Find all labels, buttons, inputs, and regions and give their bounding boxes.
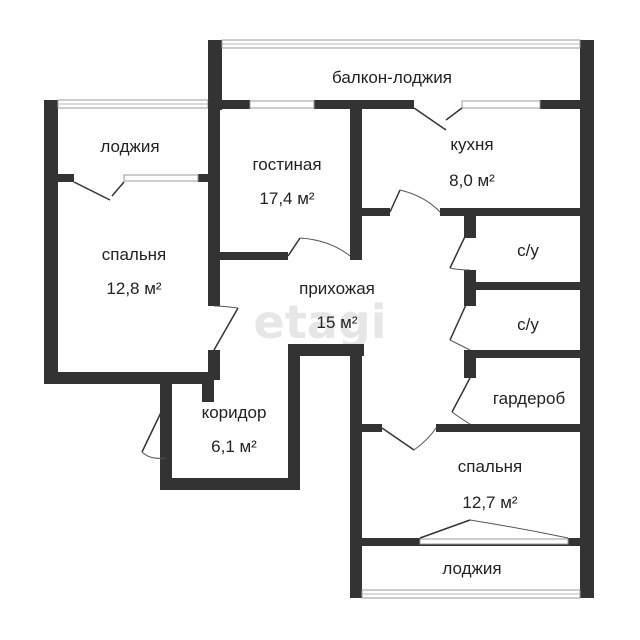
room-area-bedroom-right: 12,7 м² bbox=[462, 493, 517, 512]
room-label-bedroom-right: спальня bbox=[458, 457, 523, 476]
room-area-hall: 15 м² bbox=[317, 313, 358, 332]
room-label-bedroom-left: спальня bbox=[102, 245, 167, 264]
room-label-bath2: с/у bbox=[517, 315, 539, 334]
room-label-living: гостиная bbox=[252, 155, 321, 174]
room-area-living: 17,4 м² bbox=[259, 189, 314, 208]
door-bedroom-right bbox=[381, 427, 437, 451]
door-bath1 bbox=[449, 225, 471, 271]
door-wardrobe bbox=[451, 377, 471, 425]
room-label-kitchen: кухня bbox=[450, 135, 493, 154]
door-bath2 bbox=[449, 295, 471, 351]
door-loggia-left bbox=[73, 174, 199, 201]
room-label-bath1: с/у bbox=[517, 241, 539, 260]
room-label-loggia-bottom: лоджия bbox=[442, 559, 501, 578]
inner-walls bbox=[58, 100, 580, 546]
door-living bbox=[287, 237, 351, 257]
window-top bbox=[221, 39, 581, 49]
room-label-corridor: коридор bbox=[202, 403, 267, 422]
room-area-corridor: 6,1 м² bbox=[211, 437, 257, 456]
door-loggia-bottom bbox=[419, 519, 569, 545]
door-kitchen bbox=[389, 189, 441, 213]
door-balcony bbox=[249, 100, 315, 109]
watermark: etagi bbox=[254, 295, 387, 349]
door-bedroom-left bbox=[213, 305, 239, 351]
window-left bbox=[57, 99, 209, 109]
room-label-hall: прихожая bbox=[299, 279, 375, 298]
window-bottom bbox=[361, 589, 581, 599]
room-label-balcony-loggia: балкон-лоджия bbox=[332, 68, 452, 87]
room-area-bedroom-left: 12,8 м² bbox=[106, 279, 161, 298]
door-balcony-kitchen bbox=[413, 100, 541, 131]
outer-walls bbox=[44, 40, 594, 598]
room-label-wardrobe: гардероб bbox=[493, 389, 566, 408]
room-area-kitchen: 8,0 м² bbox=[449, 171, 495, 190]
room-label-loggia-left: лоджия bbox=[100, 137, 159, 156]
door-corridor bbox=[141, 401, 167, 459]
